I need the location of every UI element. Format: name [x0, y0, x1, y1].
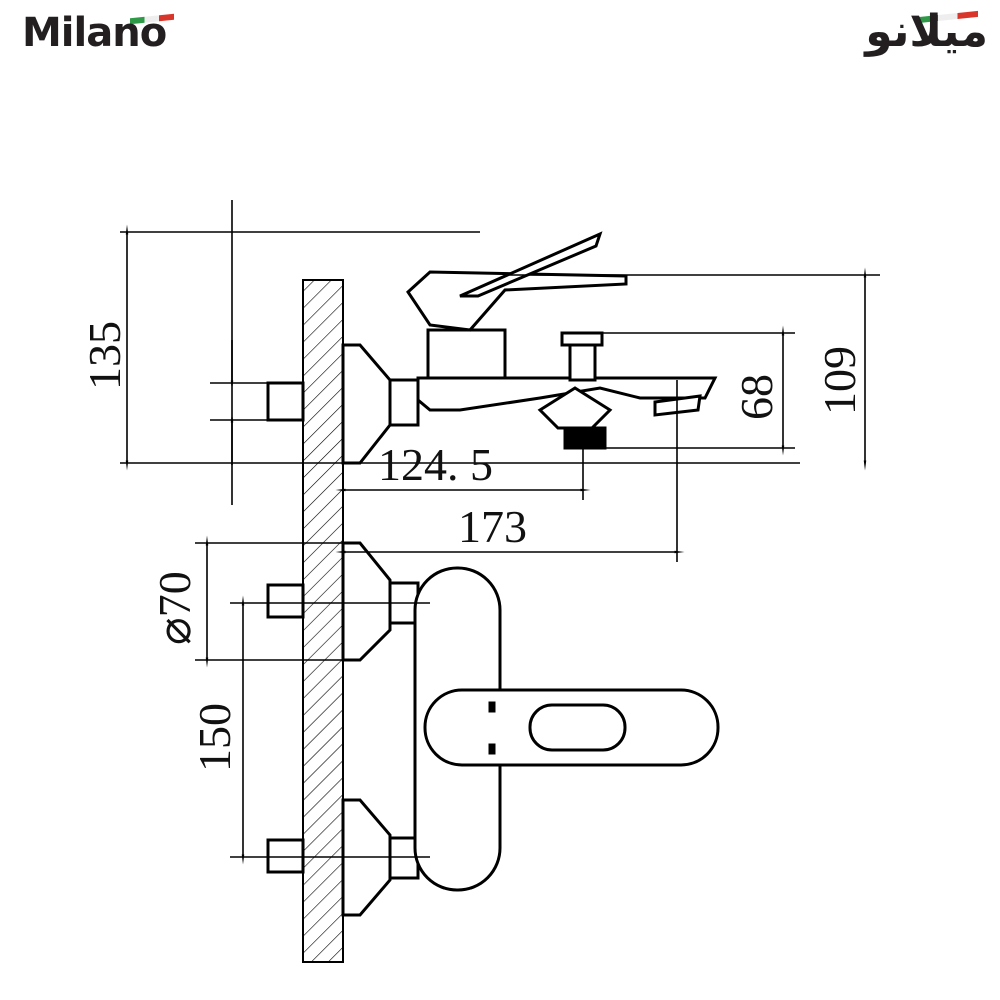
dim-124-5: 124. 5: [378, 439, 493, 490]
front-view: [266, 541, 720, 917]
dimension-lines: [120, 200, 880, 865]
logo-english: Milano: [22, 10, 167, 56]
logo-arabic: ميلانو: [865, 6, 988, 57]
dim-68: 68: [731, 374, 782, 420]
dim-150: 150: [189, 703, 240, 772]
wall-section: [302, 279, 344, 963]
dim-173: 173: [458, 501, 527, 552]
dim-135: 135: [79, 321, 130, 390]
dim-diameter-70: ⌀70: [149, 571, 200, 645]
side-view: [266, 231, 718, 465]
dim-109: 109: [814, 346, 865, 415]
